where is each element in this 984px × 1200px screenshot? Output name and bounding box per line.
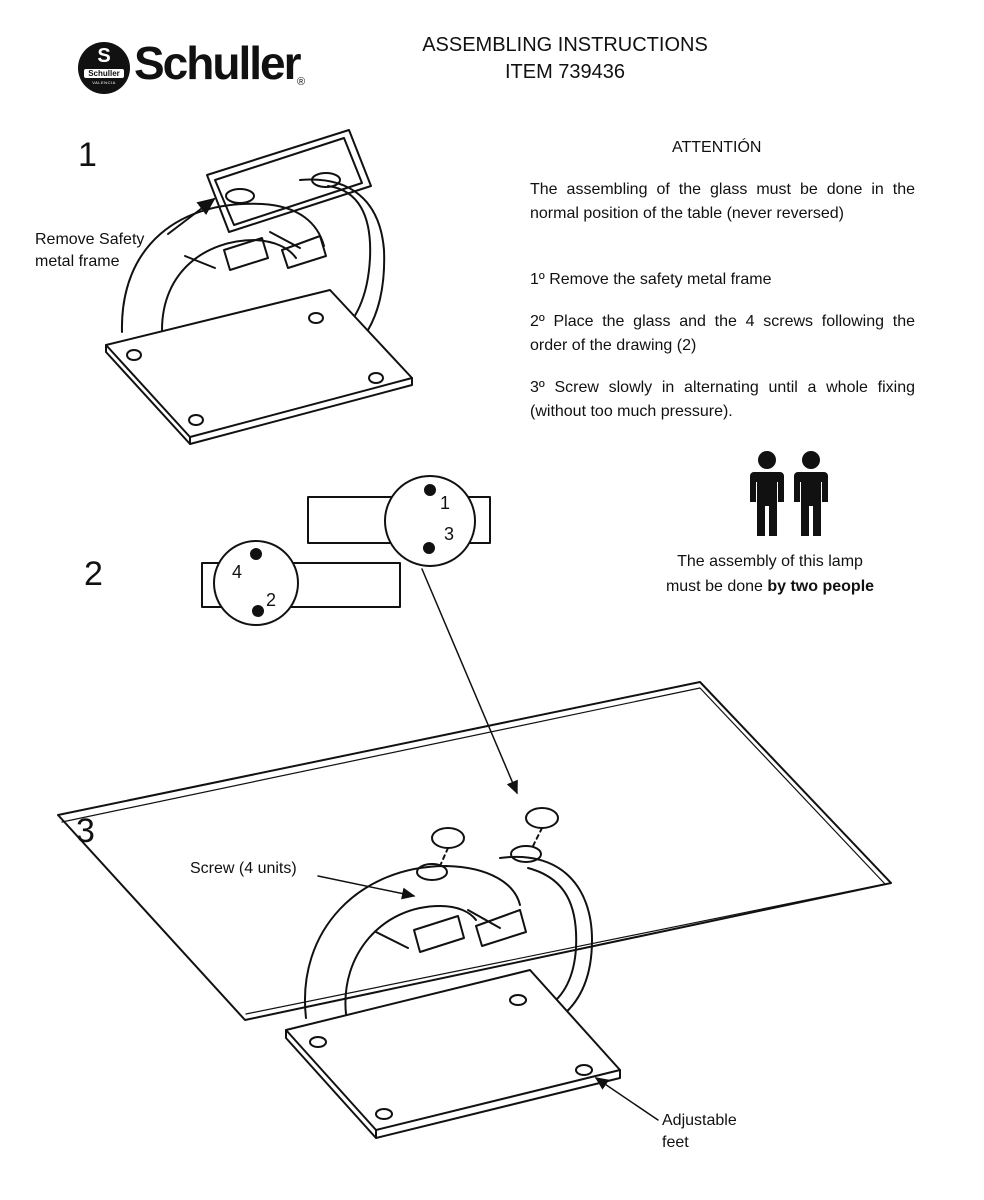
two-people-emphasis: by two people	[767, 578, 875, 595]
instruction-step-1: 1º Remove the safety metal frame	[530, 271, 772, 288]
screw-number-3: 3	[444, 524, 454, 544]
instruction-step-3: 3º Screw slowly in alternating until a w…	[530, 379, 915, 420]
screw-number-4: 4	[232, 562, 242, 582]
step3-glass-drawing	[57, 681, 892, 1139]
remove-frame-label-line1: Remove Safety	[35, 231, 145, 248]
screw-number-2: 2	[266, 590, 276, 610]
document-title: ASSEMBLING INSTRUCTIONS	[422, 34, 708, 56]
two-people-prefix: must be done	[665, 578, 768, 595]
step-number-1: 1	[78, 136, 97, 174]
adjustable-feet-callout: Adjustable feet	[662, 1110, 737, 1154]
attention-heading: ATTENTIÓN	[672, 139, 762, 156]
logo-badge-word: Schuller	[84, 69, 124, 78]
two-people-line2: must be done by two people	[640, 574, 900, 599]
logo-badge-city: VALENCIA	[92, 80, 116, 85]
step1-lamp-drawing	[105, 129, 413, 445]
brand-name: Schuller	[134, 37, 302, 89]
attention-intro: The assembling of the glass must be done…	[530, 181, 915, 222]
remove-frame-label-line2: metal frame	[35, 253, 120, 270]
adjustable-feet-line1: Adjustable	[662, 1112, 737, 1129]
screw-number-1: 1	[440, 493, 450, 513]
two-people-line1: The assembly of this lamp	[677, 553, 863, 570]
logo-badge-letter: S	[97, 45, 111, 67]
instruction-step-2: 2º Place the glass and the 4 screws foll…	[530, 313, 915, 354]
screw-callout: Screw (4 units)	[190, 860, 297, 877]
adjustable-feet-line2: feet	[662, 1134, 689, 1151]
person-icon	[750, 451, 784, 536]
two-people-notice: The assembly of this lamp must be done b…	[640, 549, 900, 599]
person-icon	[794, 451, 828, 536]
remove-frame-label: Remove Safety metal frame	[35, 229, 144, 273]
logo-badge: S Schuller VALENCIA	[78, 42, 130, 94]
item-number: ITEM 739436	[504, 61, 626, 83]
screw-order-diagram	[201, 475, 518, 795]
step-number-2: 2	[84, 555, 103, 593]
registered-mark: ®	[297, 76, 306, 88]
